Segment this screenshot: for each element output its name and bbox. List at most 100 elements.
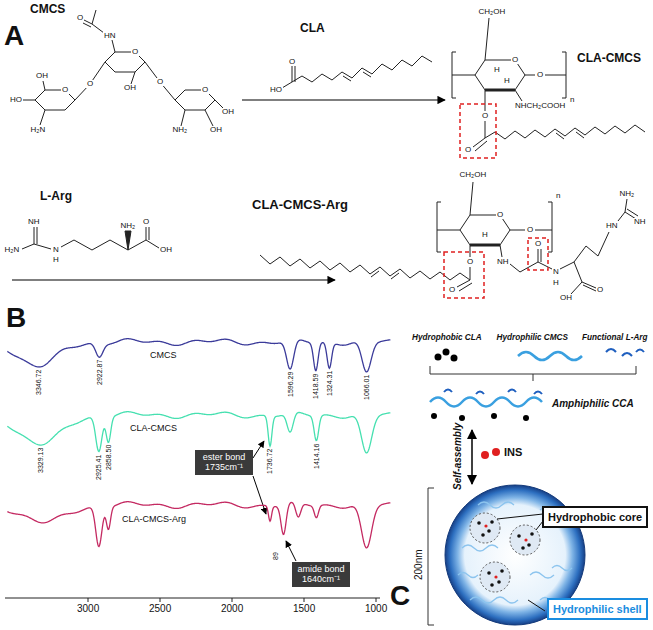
- annotation-box: ester bond 1735cm⁻¹: [195, 450, 253, 475]
- peak-value: 3329.13: [37, 448, 44, 473]
- atom-label: H: [52, 256, 60, 264]
- leader-arrow: [253, 441, 296, 561]
- cla-structure: [282, 66, 295, 88]
- cla-structure: [343, 72, 371, 81]
- cla-cmcs-arg-structure: [460, 215, 510, 245]
- self-assembly-schematic: [494, 575, 497, 578]
- atom-label: O: [288, 58, 296, 66]
- cla-cmcs-structure: [556, 132, 584, 139]
- self-assembly-schematic: [481, 533, 485, 537]
- self-assembly-schematic: [431, 413, 437, 419]
- atom-label: HO: [269, 86, 283, 94]
- atom-label: NH₂: [172, 126, 189, 134]
- self-assembly-schematic: [459, 415, 465, 421]
- cla-cmcs-arg-structure: [470, 244, 500, 247]
- cla-cmcs-arg-structure: [574, 199, 638, 262]
- cla-cmcs-arg-structure: [470, 182, 473, 215]
- atom-label: O: [466, 258, 474, 266]
- atom-label: O: [534, 240, 542, 248]
- box-text: ester bond 1735cm⁻¹: [198, 452, 250, 473]
- cla-cmcs-arg-structure: [371, 271, 399, 279]
- cla-cmcs-arg-structure: [571, 262, 596, 294]
- atom-label: OH: [221, 108, 235, 116]
- atom-label: CH₂OH: [478, 8, 507, 16]
- axis-tick-label: 1000: [365, 603, 387, 615]
- compound-name: CLA-CMCS: [577, 52, 641, 66]
- cmcs-structure: [22, 10, 223, 126]
- self-assembly-schematic: [484, 524, 527, 578]
- self-assembly-schematic: [435, 354, 442, 361]
- atom-label: O: [142, 218, 150, 226]
- peak-value: 1324.31: [326, 371, 333, 396]
- cla-cmcs-arg-structure: [260, 255, 470, 280]
- atom-label: CH₂OH: [459, 171, 488, 179]
- box-text: Hydrophilic shell: [553, 603, 642, 615]
- self-assembly-schematic: [451, 355, 458, 362]
- axis-tick: [160, 598, 161, 602]
- atom-label: NH: [633, 218, 647, 226]
- atom-label: NH: [496, 258, 510, 266]
- cmcs-structure: [83, 10, 115, 52]
- self-assembly-schematic: [480, 562, 510, 592]
- atom-label: OH: [35, 72, 49, 80]
- cla-cmcs-arg-structure: [510, 202, 552, 252]
- dimension-label: 200nm: [413, 549, 425, 580]
- atom-label: O: [76, 14, 84, 22]
- atom-label: H: [552, 279, 560, 287]
- atom-label: H: [503, 77, 511, 85]
- peak-value: 1418.59: [312, 373, 319, 398]
- arg-segments: [444, 390, 542, 395]
- ftir-spectra: [5, 339, 390, 602]
- atom-label: H: [481, 231, 489, 239]
- cla-cmcs-structure: [485, 89, 515, 92]
- axis-tick-label: 1500: [293, 603, 315, 615]
- self-assembly-schematic: [487, 571, 491, 575]
- leader-arrow: [253, 441, 264, 458]
- self-assembly-schematic: [477, 521, 481, 525]
- cla-cmcs-structure: [475, 60, 525, 90]
- self-assembly-schematic: [491, 413, 497, 419]
- cla-dots: [431, 413, 529, 421]
- atom-label: OH: [559, 294, 573, 302]
- atom-label: O: [596, 286, 604, 294]
- cla-cmcs-structure: [485, 18, 489, 60]
- l-arg-structure: [128, 227, 159, 250]
- arg-segments: [606, 349, 644, 356]
- self-assembly-schematic: [523, 415, 529, 421]
- atom-label: OH: [159, 246, 173, 254]
- insulin-dots: [481, 448, 500, 459]
- leader-arrow: [286, 541, 296, 561]
- leader-arrow: [253, 476, 266, 514]
- self-assembly-schematic: [510, 525, 540, 555]
- atom-label: NHCH₂COOH: [514, 102, 566, 110]
- component-label: Amphiphilic CCA: [552, 398, 634, 410]
- self-assembly-schematic: [497, 580, 501, 584]
- drug-label: INS: [504, 446, 522, 459]
- peak-value: 3346.72: [35, 370, 42, 395]
- cla-cmcs-structure: [452, 18, 645, 158]
- component-label: Hydrophilic CMCS: [497, 333, 568, 342]
- atom-label: n: [569, 96, 575, 104]
- self-assembly-schematic: [530, 532, 534, 536]
- reaction-arrow: [12, 280, 335, 281]
- component-label: Hydrophobic CLA: [412, 333, 482, 342]
- peak-value: 2858.50: [105, 445, 112, 470]
- atom-label: OH: [209, 126, 223, 134]
- reaction-arrow: [242, 100, 445, 101]
- atom-label: O: [526, 226, 534, 234]
- cmcs-structure: [22, 62, 105, 125]
- self-assembly-schematic: [477, 520, 534, 587]
- cla-cmcs-structure: [473, 90, 487, 151]
- atom-label: NH₂: [120, 222, 137, 230]
- peak-value: 2925.41: [95, 454, 102, 479]
- atom-label: O: [156, 78, 164, 86]
- self-assembly-schematic: [524, 538, 527, 541]
- atom-label: O: [496, 211, 504, 219]
- atom-label: O: [448, 286, 456, 294]
- self-assembly-schematic: [492, 448, 500, 456]
- axis-tick: [304, 598, 305, 602]
- axis-tick-label: 3000: [77, 603, 99, 615]
- callout-box: Hydrophilic shell: [547, 598, 648, 620]
- self-assembly-schematic: [487, 529, 491, 533]
